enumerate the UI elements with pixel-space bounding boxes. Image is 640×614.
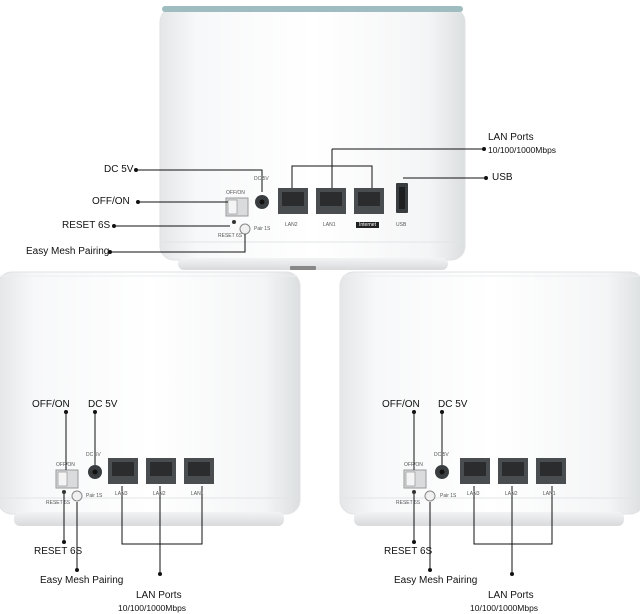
- left-switch-print: OFF/ON: [56, 462, 75, 468]
- right-reset-callout: RESET 6S: [384, 546, 433, 557]
- right-pair-button: [424, 490, 436, 502]
- left-dc-print: DC 5V: [86, 452, 101, 458]
- top-lan-speed-callout: 10/100/1000Mbps: [488, 145, 557, 155]
- right-dc-callout: DC 5V: [438, 399, 468, 410]
- right-reset-print: RESET 6S: [396, 500, 421, 506]
- right-router: [339, 271, 640, 576]
- left-reset-callout: RESET 6S: [34, 546, 83, 557]
- left-pairing-callout: Easy Mesh Pairing: [40, 575, 124, 586]
- right-dc-print: DC 5V: [434, 452, 449, 458]
- right-lan-speed-callout: 10/100/1000Mbps: [470, 603, 539, 613]
- left-pair-print: Pair 1S: [86, 493, 103, 499]
- left-lan1-port: [184, 458, 214, 484]
- left-lan2-port: [146, 458, 176, 484]
- right-lan1-port: [536, 458, 566, 484]
- left-pair-button: [71, 490, 83, 502]
- top-switch-print: OFF/ON: [226, 190, 245, 196]
- right-port-print-lan1: LAN1: [543, 491, 556, 497]
- top-port-print-internet: Internet: [356, 222, 379, 228]
- right-lan2-port: [498, 458, 528, 484]
- top-internet-port: [354, 188, 384, 214]
- left-lan-ports-callout: LAN Ports: [136, 590, 182, 601]
- top-port-print-lan1: LAN1: [323, 222, 336, 228]
- top-cap-trim: [162, 6, 463, 12]
- top-pair-print: Pair 1S: [254, 226, 271, 232]
- right-reset-hole: [412, 490, 416, 494]
- left-router: [0, 271, 301, 576]
- right-pairing-callout: Easy Mesh Pairing: [394, 575, 478, 586]
- top-dc-print: DC 5V: [254, 176, 269, 182]
- left-port-print-lan1: LAN1: [191, 491, 204, 497]
- right-power-callout: OFF/ON: [382, 399, 420, 410]
- right-switch-print: OFF/ON: [404, 462, 423, 468]
- right-lan-ports-callout: LAN Ports: [488, 590, 534, 601]
- top-usb-callout: USB: [492, 172, 513, 183]
- top-power-callout: OFF/ON: [92, 196, 130, 207]
- top-lan1-port: [316, 188, 346, 214]
- top-port-print-lan2: LAN2: [285, 222, 298, 228]
- top-dc-callout: DC 5V: [104, 164, 134, 175]
- right-lan3-port: [460, 458, 490, 484]
- top-reset-print: RESET 6S: [218, 233, 243, 239]
- left-port-print-lan3: LAN3: [115, 491, 128, 497]
- top-usb-port: [396, 183, 408, 213]
- top-reset-callout: RESET 6S: [62, 220, 111, 231]
- right-pair-print: Pair 1S: [440, 493, 457, 499]
- left-power-callout: OFF/ON: [32, 399, 70, 410]
- left-lan-speed-callout: 10/100/1000Mbps: [118, 603, 187, 613]
- top-pairing-callout: Easy Mesh Pairing: [26, 246, 110, 257]
- right-port-print-lan2: LAN2: [505, 491, 518, 497]
- left-port-print-lan2: LAN2: [153, 491, 166, 497]
- right-port-print-lan3: LAN3: [467, 491, 480, 497]
- left-reset-hole: [62, 490, 66, 494]
- left-reset-print: RESET 6S: [46, 500, 71, 506]
- top-usb-print: USB: [396, 222, 407, 228]
- top-reset-hole: [232, 220, 236, 224]
- top-lan-ports-callout: LAN Ports: [488, 132, 534, 143]
- top-router: [108, 6, 488, 270]
- left-lan3-port: [108, 458, 138, 484]
- top-lan2-port: [278, 188, 308, 214]
- left-dc-callout: DC 5V: [88, 399, 118, 410]
